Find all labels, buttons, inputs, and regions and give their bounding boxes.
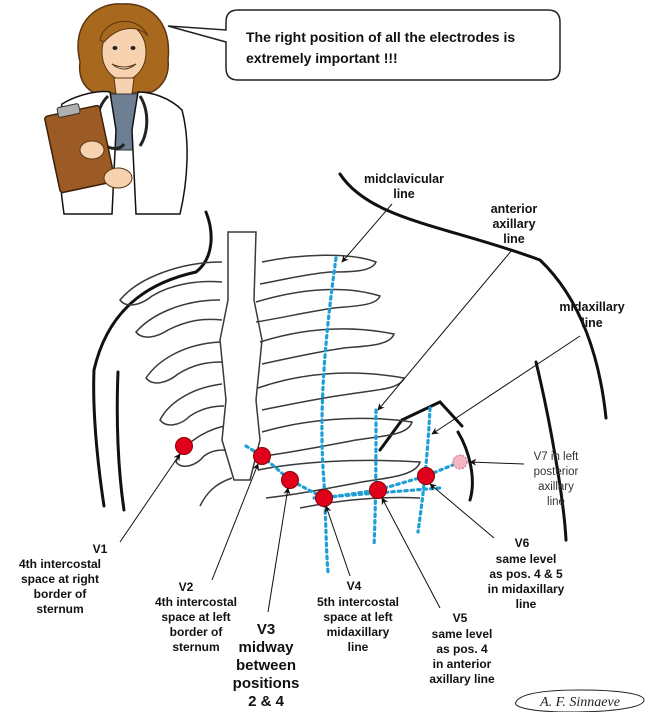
v1-label: V1 4th intercostal space at right border… — [19, 542, 108, 616]
speech-bubble: The right position of all the electrodes… — [168, 10, 560, 80]
v1-electrode — [176, 438, 193, 455]
speech-bubble-line-1: The right position of all the electrodes… — [246, 29, 515, 45]
v7-line-4: line — [547, 496, 565, 508]
v3-line-1: midway — [238, 639, 294, 656]
v4-line-4: line — [348, 640, 369, 654]
v2-electrode — [254, 448, 271, 465]
v3-line-4: 2 & 4 — [248, 693, 285, 710]
midaxillary-label-1: midaxillary — [559, 300, 624, 314]
v7-label: V7 in left posterior axillary line — [534, 451, 580, 508]
midaxillary-label-2: line — [581, 316, 603, 330]
v6-line-1: same level — [496, 552, 557, 566]
v6-line-2: as pos. 4 & 5 — [489, 567, 563, 581]
v6-line-4: line — [516, 597, 537, 611]
v5-title: V5 — [453, 611, 468, 625]
v4-title: V4 — [347, 579, 362, 593]
v2-arrow — [212, 464, 258, 580]
midaxillary-arrow — [432, 336, 580, 434]
midclavicular-arrow — [342, 204, 392, 262]
anterior-axillary-label-1: anterior — [491, 202, 538, 216]
midclavicular-label-1: midclavicular — [364, 172, 444, 186]
v5-arrow — [382, 498, 440, 608]
sternum — [220, 232, 262, 480]
v3-title: V3 — [257, 621, 275, 638]
v7-line-2: posterior — [534, 466, 579, 478]
v3-line-2: between — [236, 657, 296, 674]
v3-line-3: positions — [233, 675, 300, 692]
anterior-axillary-label-3: line — [503, 232, 525, 246]
v6-electrode — [418, 468, 435, 485]
signature-text: A. F. Sinnaeve — [539, 695, 620, 710]
v4-line-3: midaxillary — [327, 625, 390, 639]
speech-bubble-line-2: extremely important !!! — [246, 50, 398, 66]
signature: A. F. Sinnaeve — [516, 690, 644, 712]
v1-line-2: space at right — [21, 572, 99, 586]
v7-line-1: V7 in left — [534, 451, 580, 463]
v1-arrow — [120, 454, 180, 542]
v2-title: V2 — [179, 580, 194, 594]
guide-lines — [246, 258, 460, 572]
v3-label: V3 midway between positions 2 & 4 — [233, 621, 300, 710]
v1-line-1: 4th intercostal — [19, 557, 101, 571]
v4-electrode — [316, 490, 333, 507]
v2-line-1: 4th intercostal — [155, 595, 237, 609]
anterior-axillary-label-2: axillary — [492, 217, 535, 231]
v5-line-3: in anterior — [433, 657, 492, 671]
left-shoulder-line — [94, 272, 196, 506]
ribcage — [120, 232, 420, 508]
midclavicular-label-2: line — [393, 187, 415, 201]
v6-title: V6 — [515, 536, 530, 550]
v7-arrow — [470, 462, 524, 464]
left-arm-line — [117, 372, 124, 510]
v6-line-3: in midaxillary — [488, 582, 565, 596]
v6-arrow — [430, 484, 494, 538]
v4-line-1: 5th intercostal — [317, 595, 399, 609]
v1-line-3: border of — [34, 587, 88, 601]
v1-title: V1 — [93, 542, 108, 556]
line-labels: midclavicular line anterior axillary lin… — [364, 172, 625, 330]
doctor-illustration — [44, 4, 187, 214]
v5-line-1: same level — [432, 627, 493, 641]
v4-arrow — [326, 506, 350, 576]
v2-label: V2 4th intercostal space at left border … — [155, 580, 237, 654]
v5-line-4: axillary line — [429, 672, 495, 686]
v7-electrode — [453, 455, 467, 469]
v4-label: V4 5th intercostal space at left midaxil… — [317, 579, 399, 654]
v7-line-3: axillary — [538, 481, 574, 493]
v2-line-3: border of — [170, 625, 224, 639]
v4-line-2: space at left — [323, 610, 392, 624]
v5-electrode — [370, 482, 387, 499]
v2-line-4: sternum — [172, 640, 219, 654]
v5-line-2: as pos. 4 — [436, 642, 488, 656]
v3-electrode — [282, 472, 299, 489]
midclavicular-dotted-line — [322, 258, 336, 572]
anterior-axillary-arrow — [378, 250, 512, 410]
v3-arrow — [268, 488, 288, 612]
v6-label: V6 same level as pos. 4 & 5 in midaxilla… — [488, 536, 565, 611]
v1-line-4: sternum — [36, 602, 83, 616]
v2-line-2: space at left — [161, 610, 230, 624]
rib-margin — [380, 402, 462, 450]
v5-label: V5 same level as pos. 4 in anterior axil… — [429, 611, 495, 686]
anterior-axillary-dotted-line — [374, 410, 376, 546]
